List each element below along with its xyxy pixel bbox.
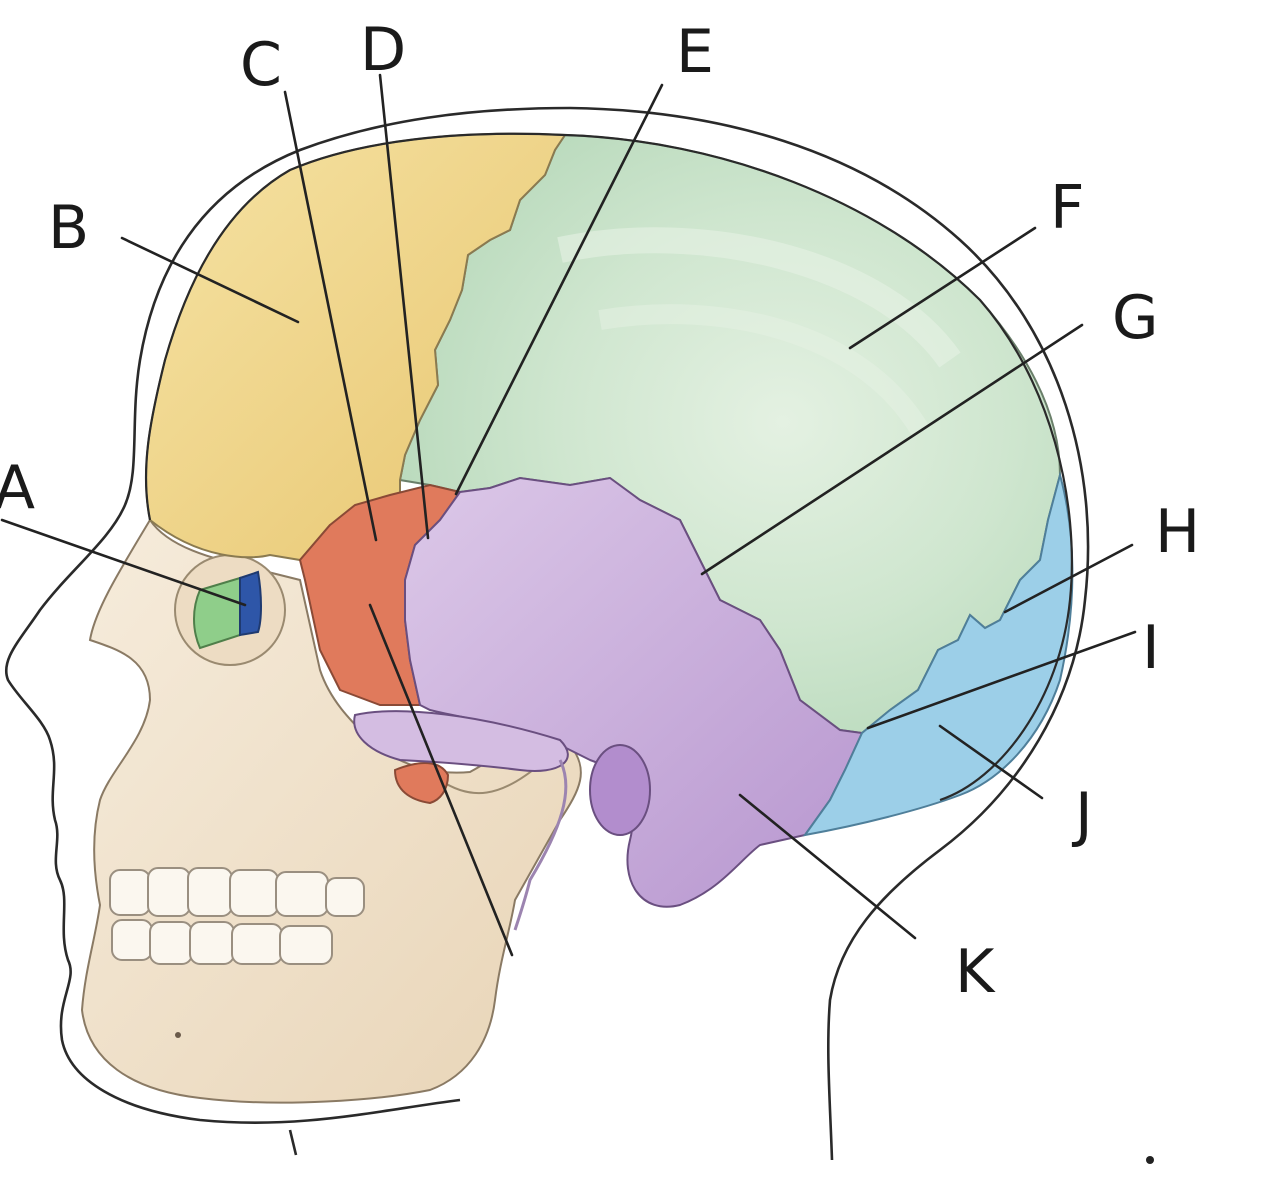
sphenoid-lower — [393, 762, 450, 805]
leader-G — [700, 323, 1084, 576]
label-B: B — [48, 193, 89, 263]
leader-lines — [0, 73, 1137, 957]
leader-D — [378, 73, 430, 540]
label-F: F — [1050, 173, 1085, 243]
label-C: C — [240, 30, 282, 100]
label-D: D — [360, 15, 406, 85]
label-I: I — [1142, 613, 1160, 683]
label-J: J — [1071, 780, 1093, 850]
label-K: K — [955, 937, 996, 1007]
leader-C — [283, 90, 378, 542]
lacrimal-bone — [239, 570, 262, 637]
teeth — [109, 867, 365, 965]
label-G: G — [1112, 283, 1159, 353]
leader-I — [866, 630, 1137, 730]
label-A: A — [0, 453, 35, 523]
head-outline — [5, 106, 1090, 1161]
skull-outline — [144, 132, 1073, 802]
ethmoid-bone — [193, 576, 241, 650]
occipital-bone — [802, 471, 1074, 837]
zygomatic-arch — [353, 710, 569, 772]
leader-E — [454, 83, 664, 496]
labels: A B C D E F G H I J K — [0, 15, 1200, 1007]
leader-F — [848, 226, 1037, 350]
leader-A — [0, 518, 247, 607]
leader-J — [938, 724, 1044, 800]
leader-C2 — [368, 603, 514, 957]
label-H: H — [1155, 497, 1200, 567]
label-E: E — [676, 17, 714, 87]
leader-H — [1003, 543, 1134, 614]
ear-canal — [589, 744, 651, 836]
leader-K — [738, 793, 917, 940]
leader-B — [120, 236, 300, 324]
